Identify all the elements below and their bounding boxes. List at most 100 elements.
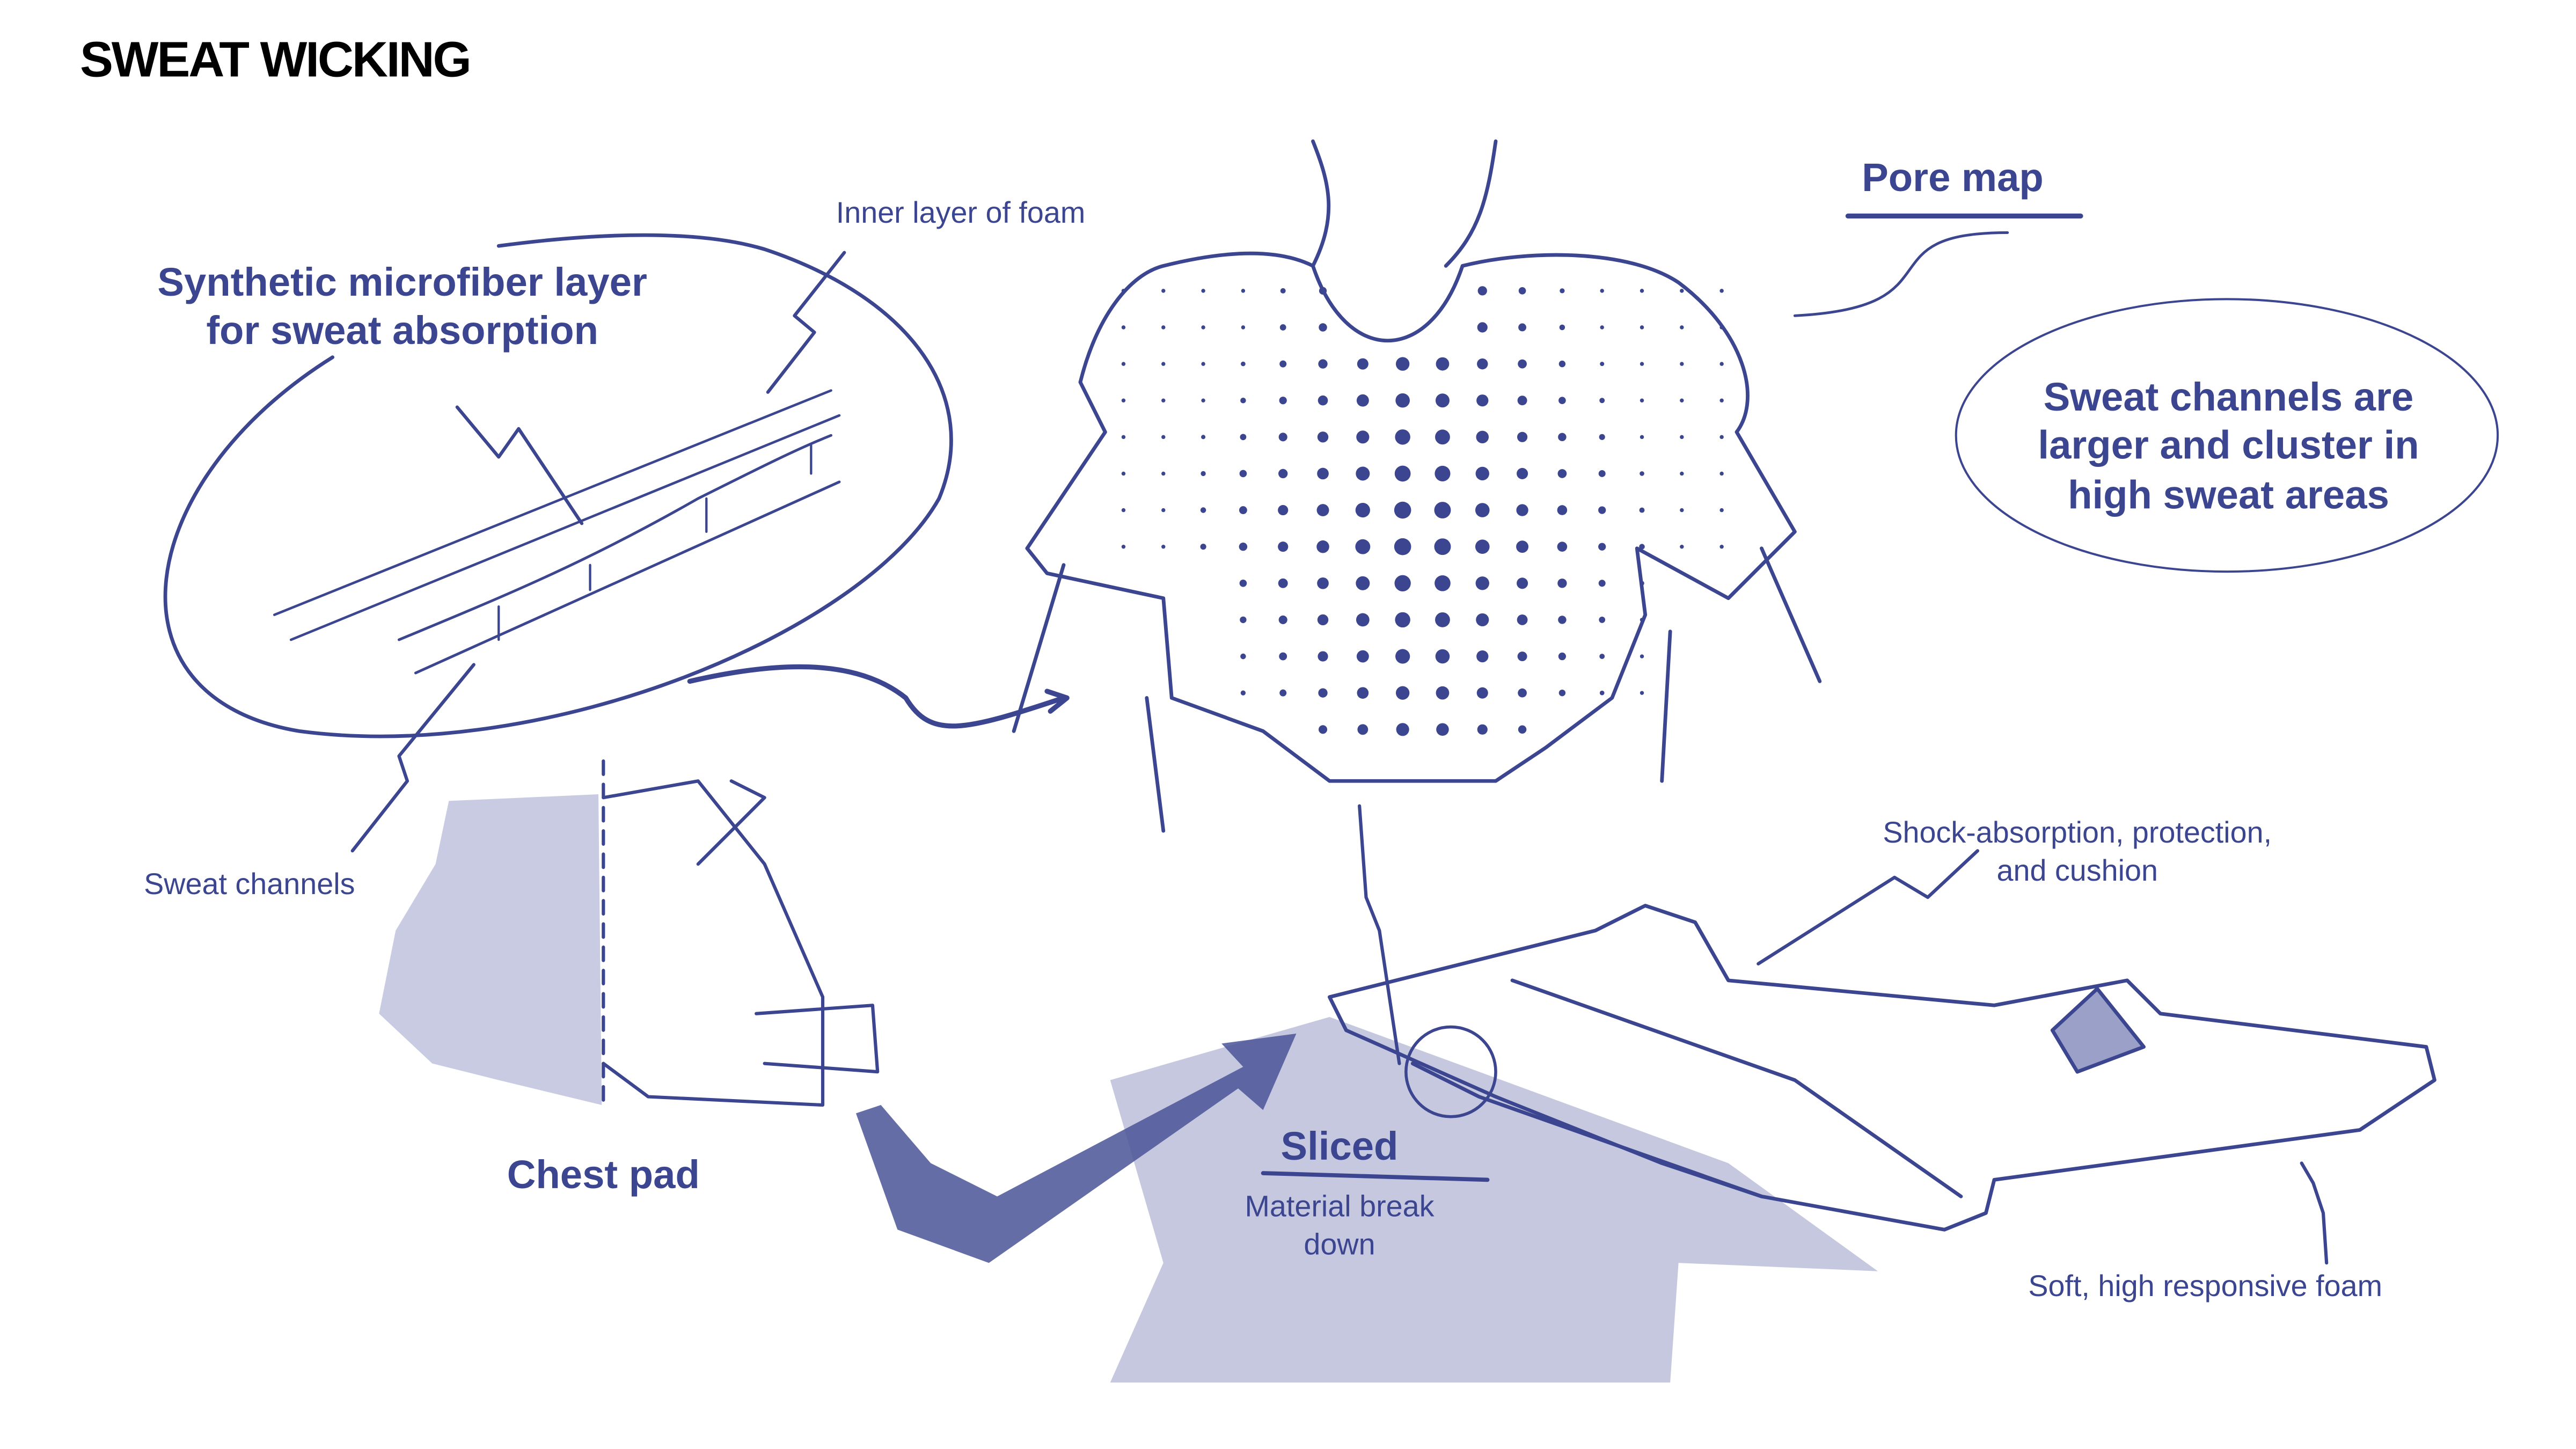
pore-dot bbox=[1161, 398, 1166, 402]
pore-dot bbox=[1477, 724, 1488, 735]
pore-dot bbox=[1434, 538, 1451, 555]
pore-dot bbox=[1278, 433, 1287, 442]
pore-dot bbox=[1278, 615, 1287, 624]
pore-dot bbox=[1680, 398, 1684, 402]
pore-dot bbox=[1318, 359, 1328, 369]
pore-dot bbox=[1518, 725, 1527, 734]
pore-dot bbox=[1200, 507, 1206, 513]
page-title: SWEAT WICKING bbox=[80, 31, 470, 87]
pore-dot bbox=[1241, 289, 1246, 293]
pore-dot bbox=[1600, 325, 1604, 330]
pore-dot bbox=[1434, 502, 1451, 519]
pore-dot bbox=[1475, 466, 1489, 481]
pore-dot bbox=[1201, 289, 1205, 293]
pore-dot bbox=[1319, 323, 1327, 332]
pore-dot bbox=[1516, 540, 1529, 553]
pore-dot bbox=[1201, 471, 1206, 477]
pore-dot bbox=[1316, 504, 1329, 517]
pore-dot bbox=[1517, 396, 1527, 406]
pore-dot bbox=[1476, 687, 1488, 699]
callout-ellipse bbox=[1955, 298, 2499, 573]
pore-dot bbox=[1598, 543, 1606, 551]
pore-dot bbox=[1599, 654, 1605, 660]
pore-dot bbox=[1240, 690, 1246, 696]
pore-dot bbox=[1279, 324, 1286, 331]
pore-dot bbox=[1680, 508, 1684, 513]
label-soft-foam: Soft, high responsive foam bbox=[2028, 1269, 2382, 1302]
chest-pad-sketch bbox=[602, 759, 880, 1107]
pore-dot bbox=[1719, 435, 1724, 440]
pore-dot bbox=[1121, 544, 1126, 549]
pore-dot bbox=[1201, 325, 1205, 330]
pore-dot bbox=[1278, 504, 1289, 516]
pore-dot bbox=[1435, 649, 1450, 664]
pore-dot bbox=[1240, 434, 1247, 441]
pore-dot bbox=[1640, 654, 1644, 658]
pore-dot bbox=[1719, 325, 1724, 330]
pore-dot bbox=[1317, 614, 1329, 626]
pore-dot bbox=[1680, 471, 1684, 476]
label-sweat-channels: Sweat channels bbox=[144, 867, 355, 901]
pore-dot bbox=[1318, 725, 1328, 734]
pore-dot bbox=[1640, 362, 1644, 366]
pore-dot bbox=[1558, 433, 1567, 442]
pore-dot bbox=[1599, 434, 1605, 440]
pore-dot bbox=[1680, 435, 1684, 440]
pore-dot bbox=[1239, 470, 1247, 478]
pore-dot bbox=[1161, 325, 1166, 330]
pore-dot bbox=[1201, 435, 1206, 440]
pore-dot bbox=[1394, 575, 1411, 591]
pore-dot bbox=[1476, 613, 1489, 627]
pore-dot bbox=[1518, 287, 1526, 295]
pore-dot bbox=[1640, 691, 1644, 695]
pore-dot bbox=[1355, 502, 1370, 518]
pore-dot bbox=[1477, 322, 1488, 333]
pore-dot bbox=[1640, 325, 1644, 330]
pore-dot bbox=[1639, 507, 1645, 513]
pore-dot bbox=[1640, 289, 1644, 293]
pore-dot bbox=[1395, 686, 1410, 700]
pore-dot bbox=[1396, 723, 1409, 736]
pore-dot bbox=[1476, 430, 1489, 444]
pore-dot bbox=[1317, 431, 1329, 443]
pore-dot bbox=[1436, 686, 1450, 700]
pore-dot bbox=[1161, 289, 1166, 293]
pore-dot bbox=[1598, 506, 1606, 514]
pore-dot bbox=[1241, 325, 1246, 330]
pore-dot bbox=[1436, 357, 1450, 371]
pore-dot bbox=[1477, 358, 1488, 370]
pore-dot bbox=[1476, 650, 1489, 663]
pore-dot bbox=[1240, 397, 1246, 404]
label-microfiber-2: for sweat absorption bbox=[206, 308, 598, 353]
pore-dot bbox=[1639, 544, 1645, 550]
pore-dot bbox=[1599, 690, 1605, 696]
pore-dot bbox=[1518, 688, 1527, 698]
label-sliced: Sliced bbox=[1281, 1124, 1399, 1168]
pore-dot bbox=[1356, 394, 1369, 407]
pore-dot bbox=[1357, 358, 1368, 370]
pore-dot bbox=[1435, 465, 1451, 482]
pore-dot bbox=[1516, 504, 1528, 516]
pore-dot bbox=[1239, 506, 1247, 515]
pore-dot bbox=[1640, 471, 1644, 476]
pore-dot bbox=[1517, 577, 1528, 589]
pore-dot bbox=[1356, 650, 1369, 663]
pore-dot bbox=[1719, 471, 1724, 476]
label-cluster-3: high sweat areas bbox=[2068, 472, 2389, 517]
pore-dot bbox=[1356, 466, 1370, 481]
pore-dot bbox=[1517, 431, 1528, 442]
pore-dot bbox=[1241, 361, 1246, 367]
pore-dot bbox=[1121, 325, 1126, 330]
pore-dot bbox=[1278, 469, 1288, 479]
pore-dot bbox=[1719, 289, 1724, 293]
pore-dot bbox=[1279, 397, 1287, 405]
pore-dot bbox=[1435, 429, 1450, 445]
pore-dot bbox=[1719, 398, 1724, 402]
pore-dot bbox=[1357, 724, 1368, 735]
pore-dot bbox=[1395, 612, 1410, 628]
pore-dot bbox=[1240, 653, 1246, 660]
pore-dot bbox=[1316, 540, 1329, 553]
pore-dot bbox=[1355, 539, 1371, 554]
pore-dot bbox=[1239, 580, 1247, 587]
pore-dot bbox=[1558, 397, 1566, 405]
